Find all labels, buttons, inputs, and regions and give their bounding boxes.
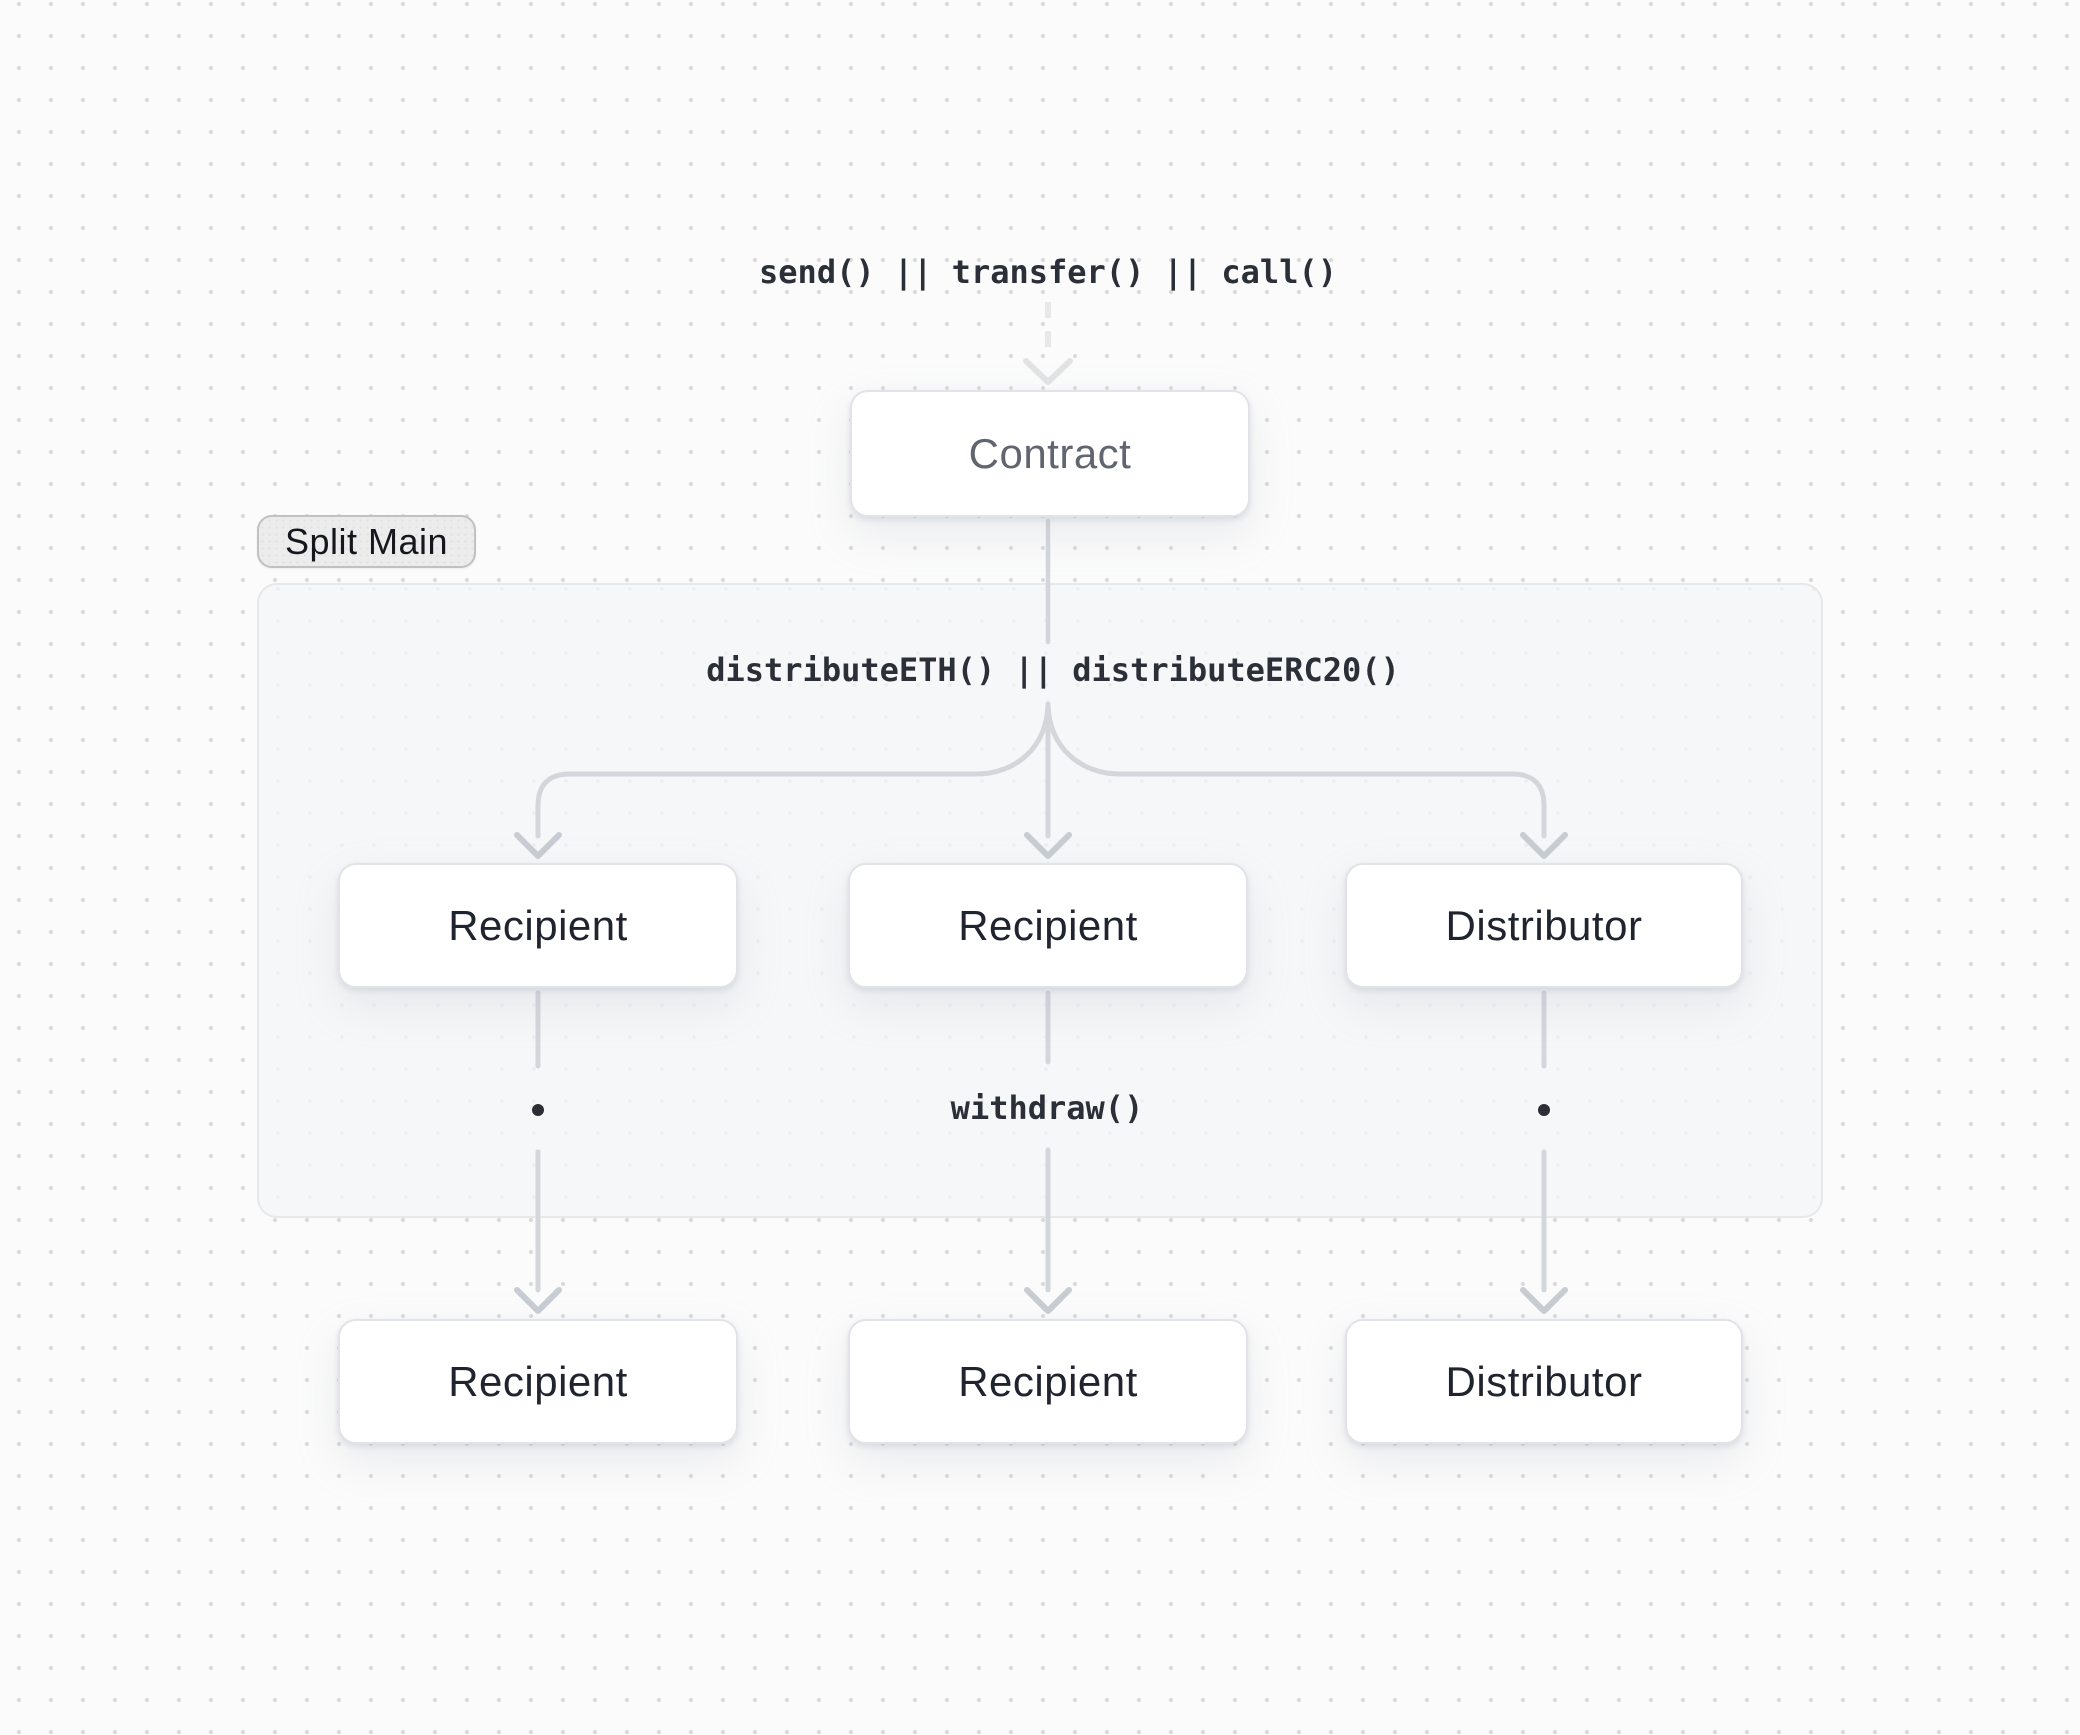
node-distributor-2: Distributor — [1345, 1319, 1743, 1444]
edge-branch-left — [535, 701, 1051, 839]
split-main-badge: Split Main — [257, 515, 477, 568]
node-contract: Contract — [850, 390, 1250, 517]
node-recipient-2: Recipient — [848, 863, 1248, 988]
arrowhead-middle-bottom-icon — [1024, 1287, 1072, 1314]
node-distributor-1: Distributor — [1345, 863, 1743, 988]
node-recipient-3: Recipient — [338, 1319, 738, 1444]
node-recipient-4-label: Recipient — [958, 1357, 1138, 1405]
entry-call-label: send() || transfer() || call() — [759, 253, 1337, 291]
ellipsis-dot-right — [1538, 1104, 1550, 1116]
arrowhead-right-icon — [1520, 832, 1568, 859]
node-recipient-3-label: Recipient — [448, 1357, 628, 1405]
ellipsis-dot-left — [532, 1104, 544, 1116]
node-distributor-2-label: Distributor — [1445, 1357, 1643, 1405]
withdraw-call-label: withdraw() — [950, 1089, 1144, 1127]
arrowhead-middle-icon — [1024, 832, 1072, 859]
arrowhead-right-bottom-icon — [1520, 1287, 1568, 1314]
node-recipient-1-label: Recipient — [448, 901, 628, 949]
arrowhead-entry-icon — [1023, 358, 1073, 385]
arrowhead-left-icon — [514, 832, 562, 859]
node-recipient-1: Recipient — [338, 863, 738, 988]
node-recipient-4: Recipient — [848, 1319, 1248, 1444]
node-recipient-2-label: Recipient — [958, 901, 1138, 949]
node-distributor-1-label: Distributor — [1445, 901, 1643, 949]
node-contract-label: Contract — [968, 429, 1132, 477]
distribute-call-label: distributeETH() || distributeERC20() — [706, 651, 1400, 689]
arrowhead-left-bottom-icon — [514, 1287, 562, 1314]
split-main-badge-label: Split Main — [285, 520, 449, 562]
edge-branch-right — [1045, 701, 1547, 839]
